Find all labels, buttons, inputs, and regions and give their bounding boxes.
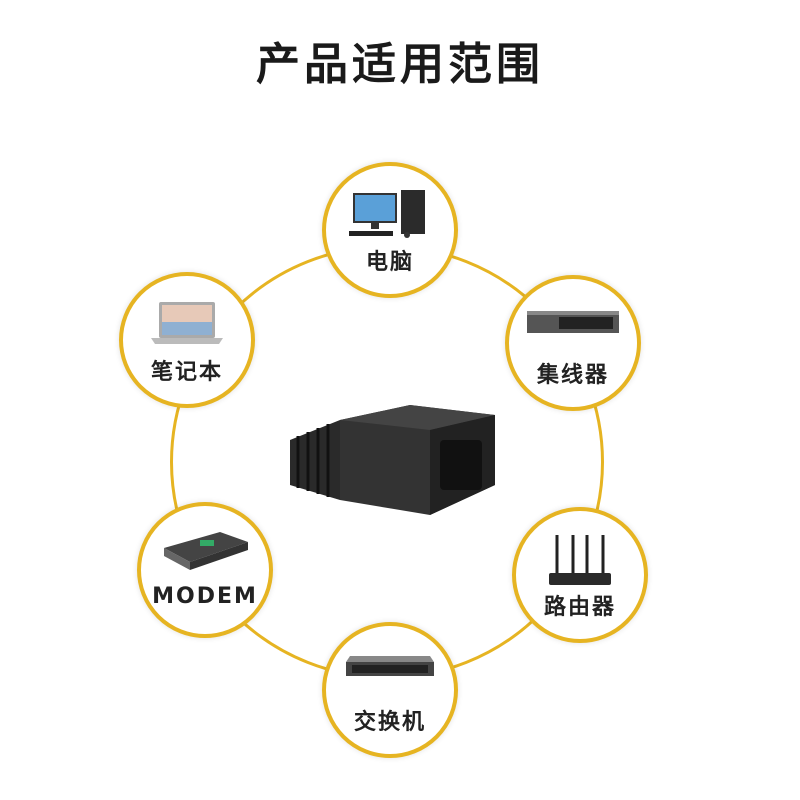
device-switch: 交换机 <box>322 622 458 758</box>
network-hub-icon <box>527 311 619 333</box>
device-laptop: 笔记本 <box>119 272 255 408</box>
device-hub: 集线器 <box>505 275 641 411</box>
network-switch-icon <box>346 656 434 676</box>
device-label: MODEM <box>152 584 258 609</box>
device-label: 集线器 <box>536 363 609 388</box>
rj45-boot-image <box>290 405 495 515</box>
device-desktop: 电脑 <box>322 162 458 298</box>
device-label: 交换机 <box>353 710 426 735</box>
device-label: 笔记本 <box>150 360 223 385</box>
page-title: 产品适用范围 <box>256 39 544 90</box>
modem-icon <box>164 532 248 570</box>
device-router: 路由器 <box>512 507 648 643</box>
router-icon <box>549 535 611 585</box>
device-modem: MODEM <box>137 502 273 638</box>
desktop-computer-icon <box>349 190 425 238</box>
device-label: 电脑 <box>365 250 414 275</box>
device-label: 路由器 <box>543 595 616 620</box>
laptop-icon <box>151 302 223 344</box>
